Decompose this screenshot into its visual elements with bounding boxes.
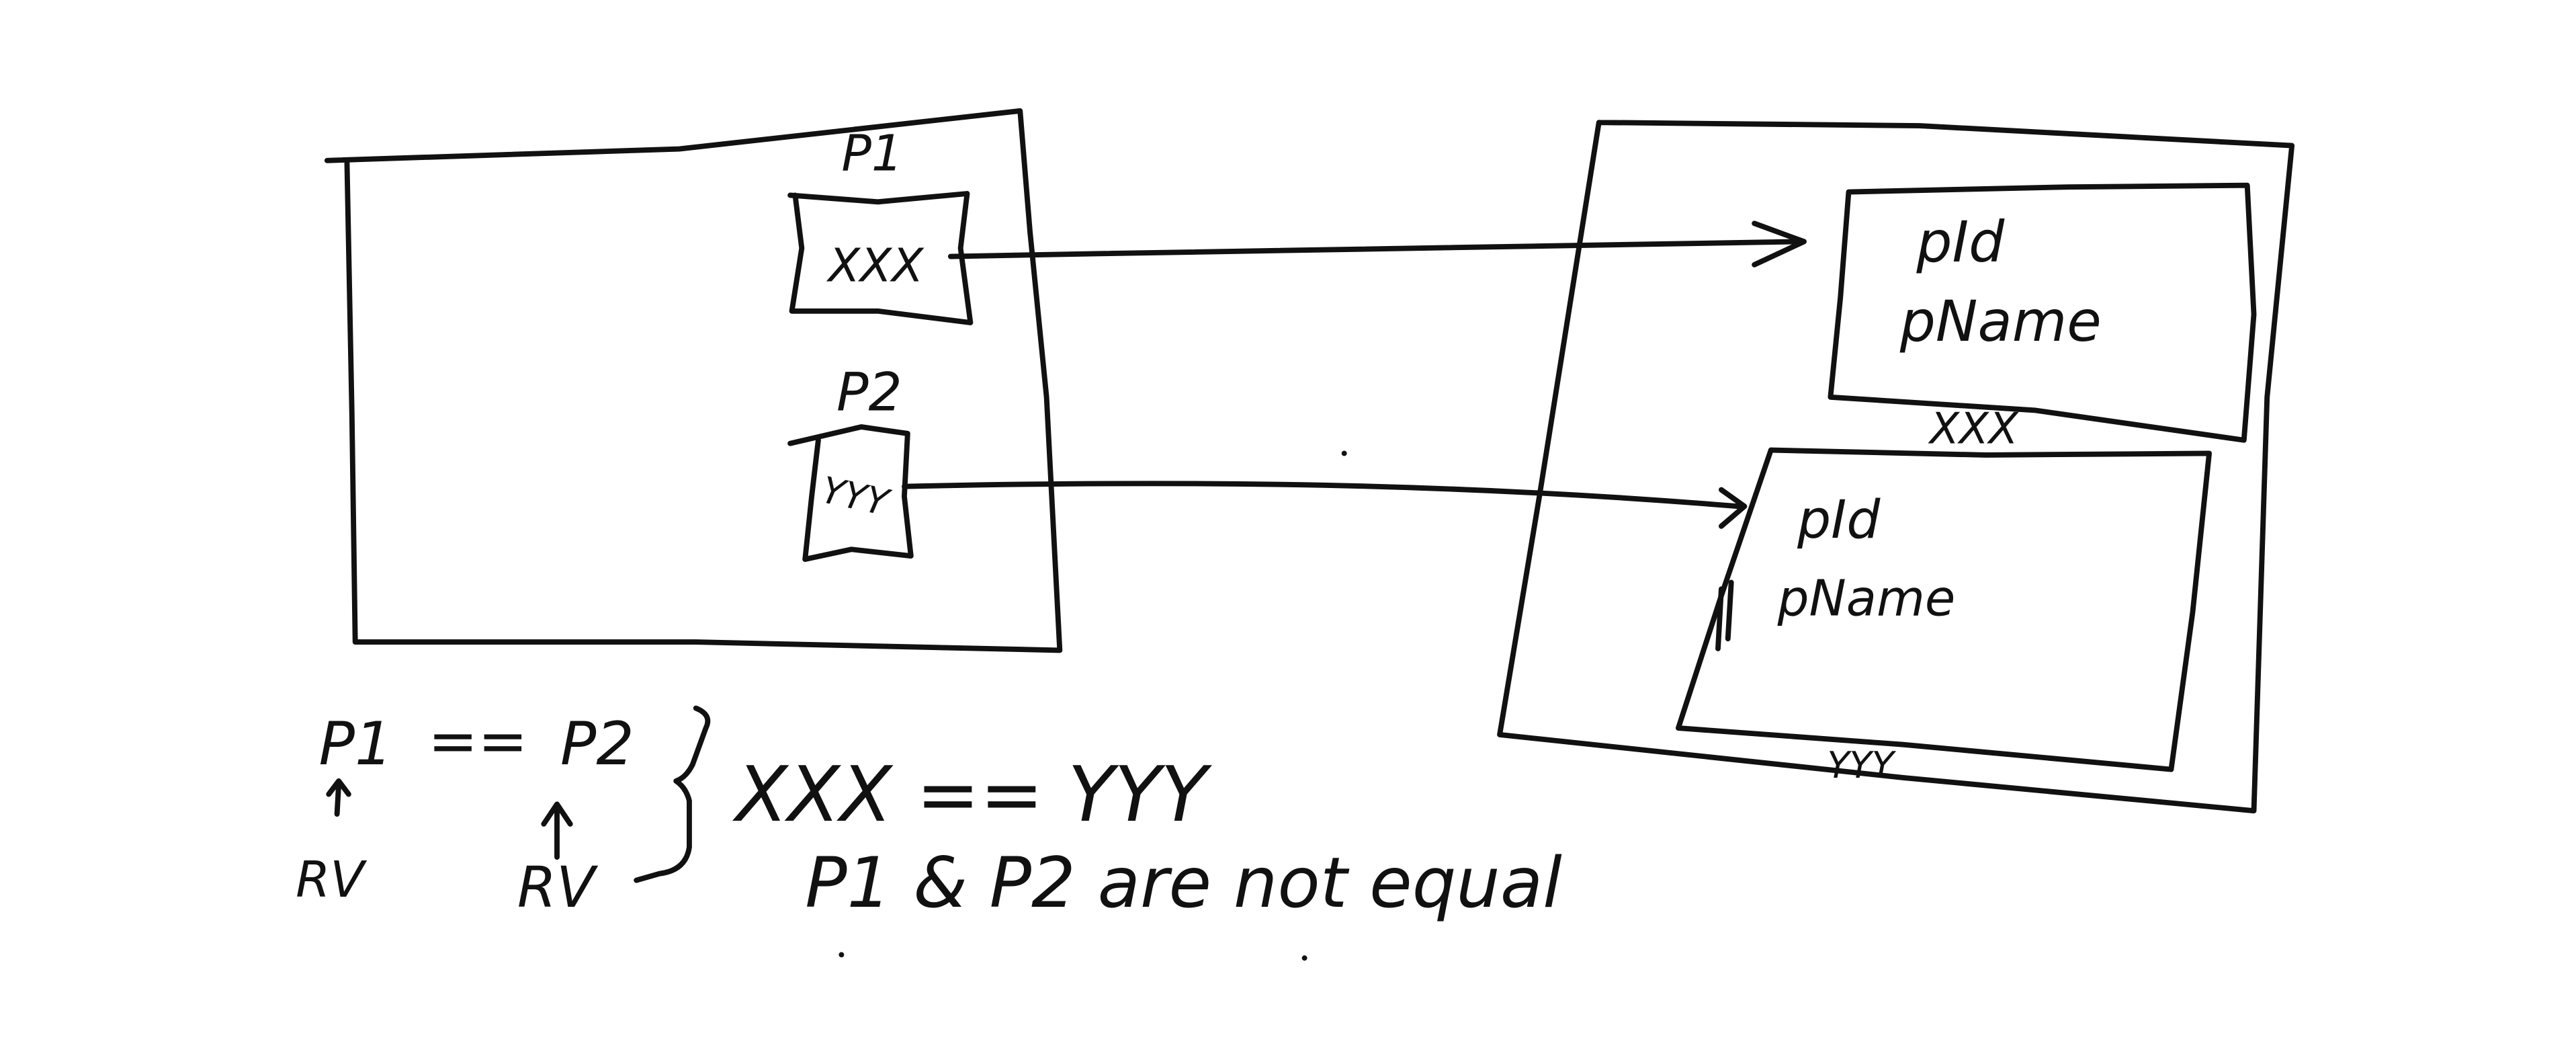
arrow-p2-head [1718, 487, 1748, 529]
p1-up-arrow [326, 778, 351, 817]
arrow-p1-head [1752, 220, 1807, 268]
p2-up-arrow [541, 801, 573, 860]
ink-dot-1 [1341, 450, 1347, 456]
note-equals: == [428, 706, 528, 775]
notes: P1 == P2 RV RV XXX == YYY P1 & P2 are no… [296, 450, 1562, 961]
arrow-p2-to-object2 [901, 481, 1741, 510]
note-p1: P1 [319, 709, 393, 778]
note-conclusion: P1 & P2 are not equal [805, 843, 1562, 924]
heap-region [1497, 120, 2295, 814]
reference-arrows [901, 220, 1807, 529]
note-rv-left: RV [296, 851, 367, 909]
object2-field2: pName [1777, 570, 1956, 628]
p1-box-value: XXX [826, 239, 925, 292]
object2-field1: pId [1797, 489, 1881, 551]
heap-frame [1497, 120, 2295, 814]
p1-label: P1 [841, 125, 903, 183]
ink-dot-3 [1301, 955, 1307, 961]
object1-address: XXX [1928, 405, 2019, 454]
stack-region [324, 108, 1063, 653]
object2-address: YYY [1827, 744, 1896, 786]
p1-reference: P1 XXX [787, 125, 974, 325]
p2-reference: P2 YYY [787, 361, 914, 562]
object1-field1: pId [1916, 209, 2005, 275]
arrow-p1-to-object1 [947, 239, 1804, 259]
object2-box [1675, 447, 2213, 772]
heap-object-1: pId pName XXX [1828, 182, 2257, 454]
curly-brace [634, 705, 711, 883]
heap-object-2: pId pName YYY [1675, 447, 2213, 786]
p2-box-value: YYY [818, 469, 894, 524]
note-p2: P2 [560, 709, 634, 778]
p2-box [787, 424, 914, 562]
p1-box [787, 191, 974, 325]
object2-side-mark [1715, 579, 1734, 651]
stack-frame [324, 108, 1063, 653]
object1-field2: pName [1899, 288, 2102, 354]
note-rv-right: RV [517, 854, 599, 920]
p2-label: P2 [836, 361, 902, 423]
ink-dot-2 [839, 952, 845, 958]
object1-box [1828, 182, 2257, 443]
note-address-compare: XXX == YYY [732, 750, 1213, 839]
